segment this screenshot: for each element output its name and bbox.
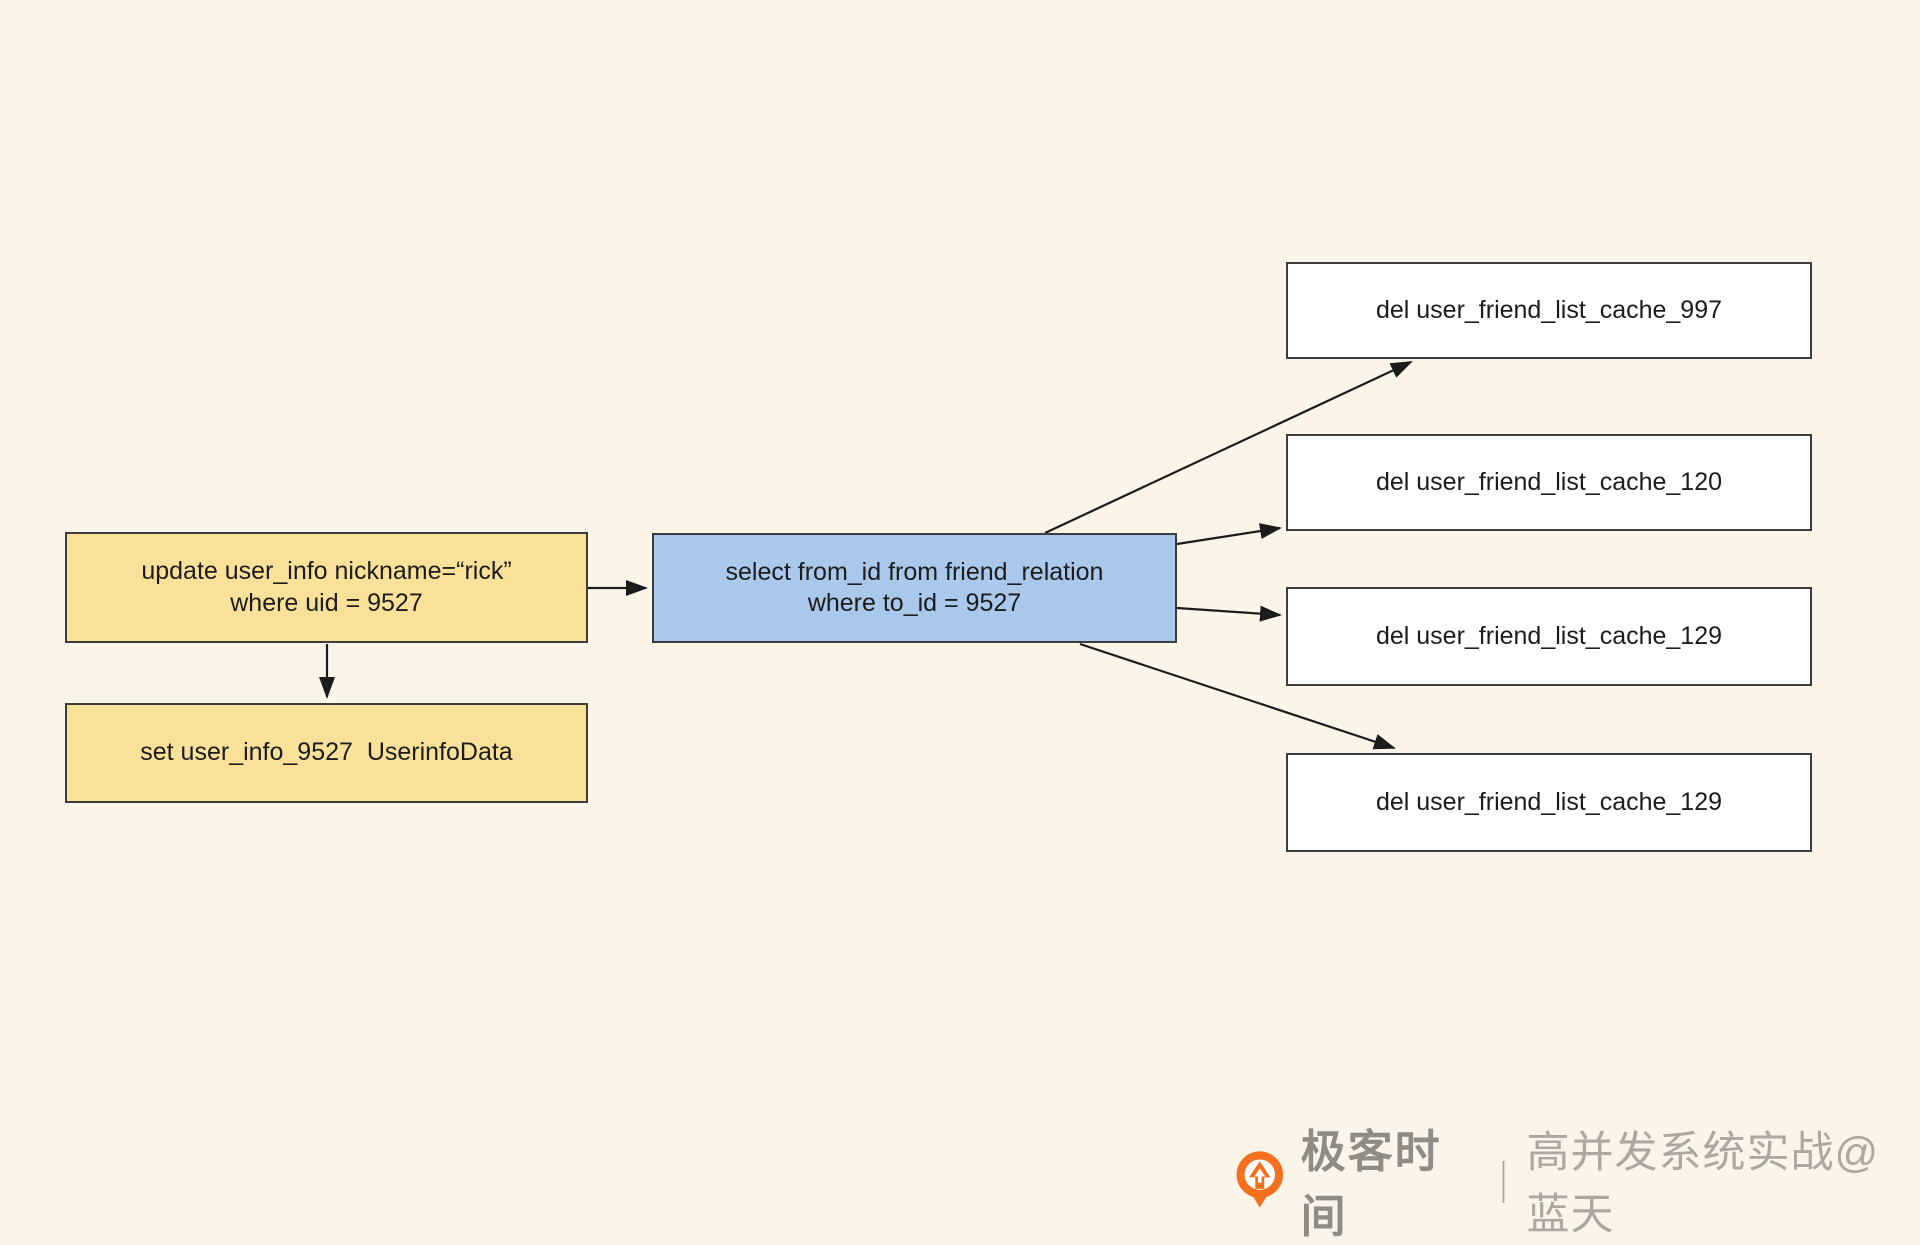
node-select-friend-relation: select from_id from friend_relation wher… bbox=[652, 533, 1177, 643]
footer-separator: ｜ bbox=[1482, 1159, 1525, 1207]
node-set-user-info: set user_info_9527 UserinfoData bbox=[65, 703, 588, 803]
node-select-friend-relation-label: select from_id from friend_relation wher… bbox=[725, 557, 1104, 618]
node-del-cache-129-a-label: del user_friend_list_cache_129 bbox=[1375, 621, 1723, 650]
footer-subtitle-text: 高并发系统实战@蓝天 bbox=[1526, 1129, 1880, 1239]
node-del-cache-129-b: del user_friend_list_cache_129 bbox=[1286, 753, 1812, 852]
arrow-select-to-cache129a bbox=[1176, 605, 1282, 622]
arrow-select-to-cache120 bbox=[1176, 523, 1282, 546]
node-del-cache-997-label: del user_friend_list_cache_997 bbox=[1375, 295, 1723, 324]
node-set-user-info-label: set user_info_9527 UserinfoData bbox=[140, 738, 513, 767]
node-update-user-info: update user_info nickname=“rick” where u… bbox=[65, 532, 588, 643]
geektime-logo-icon bbox=[1236, 1151, 1284, 1208]
footer-brand-text: 极客时间 bbox=[1300, 1126, 1442, 1242]
footer-watermark: 极客时间 ｜ 高并发系统实战@蓝天 bbox=[1233, 1126, 1920, 1242]
node-del-cache-129-a: del user_friend_list_cache_129 bbox=[1286, 587, 1812, 686]
node-del-cache-120: del user_friend_list_cache_120 bbox=[1286, 434, 1812, 531]
node-del-cache-129-b-label: del user_friend_list_cache_129 bbox=[1375, 787, 1723, 816]
node-del-cache-997: del user_friend_list_cache_997 bbox=[1286, 262, 1812, 359]
node-update-user-info-label: update user_info nickname=“rick” where u… bbox=[141, 557, 512, 617]
node-del-cache-120-label: del user_friend_list_cache_120 bbox=[1375, 467, 1723, 496]
